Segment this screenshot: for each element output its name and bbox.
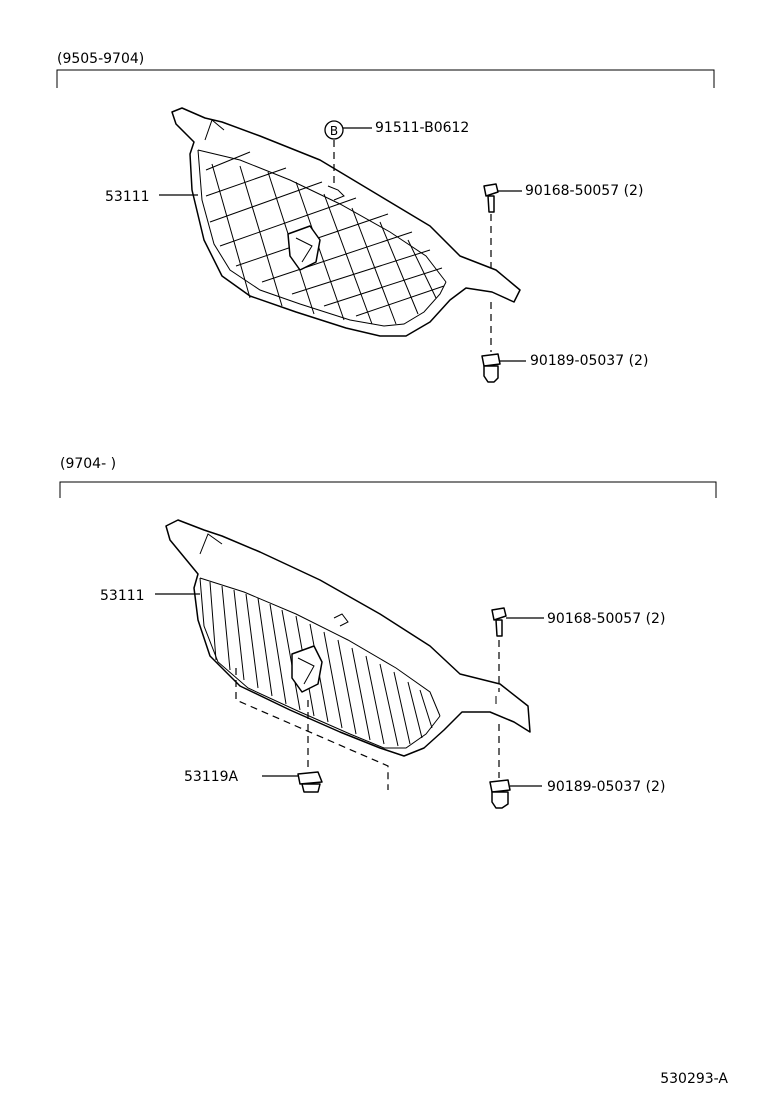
section-1-bracket [56,69,715,88]
section-1-screw-label: 90168-50057 (2) [525,183,643,199]
section-1-grille-illustration [171,107,521,337]
section-2-clip-icon [489,779,511,809]
section-2-screw-label: 90168-50057 (2) [547,611,665,627]
section-1-bolt-marker: B [330,124,338,138]
section-2-retainer-icon [297,771,323,793]
illustration-code: 530293-A [660,1071,728,1087]
section-1-emblem [287,225,321,271]
section-2-grille-label: 53111 [100,588,145,604]
section-2-period: (9704- ) [60,456,116,472]
section-1: (9505-9704) 53111 B 91511-B0612 [56,51,715,383]
section-2-retainer-label: 53119A [184,769,239,785]
section-1-screw-icon [483,183,499,213]
section-1-period: (9505-9704) [57,51,144,67]
section-2-emblem [291,645,323,693]
section-2-bracket [59,481,717,498]
section-1-clip-icon [481,353,501,383]
section-1-grille-label: 53111 [105,189,150,205]
section-2-grille-illustration [165,519,531,757]
section-2: (9704- ) 53111 53119A [59,456,717,809]
section-1-clip-label: 90189-05037 (2) [530,353,648,369]
section-1-bolt-marker-circle [324,120,344,140]
section-1-bolt-label: 91511-B0612 [375,120,469,136]
section-2-clip-label: 90189-05037 (2) [547,779,665,795]
section-2-screw-icon [491,607,507,637]
